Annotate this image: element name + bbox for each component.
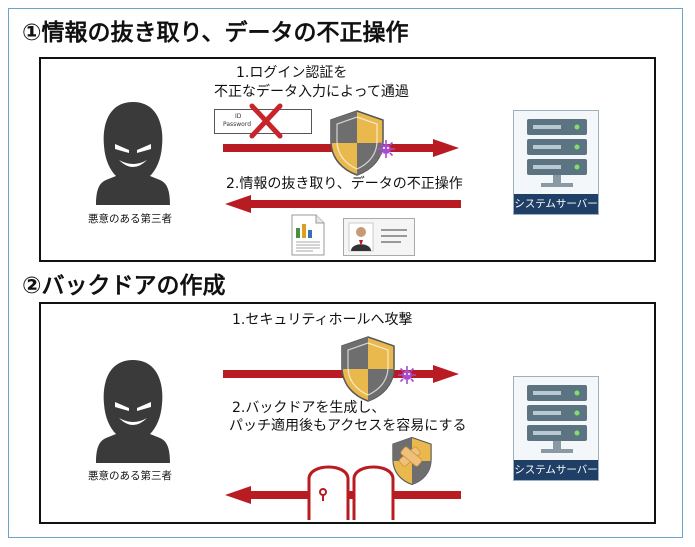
arrow-left-icon — [225, 195, 461, 213]
virus-icon — [377, 140, 395, 158]
server-label: システムサーバー — [514, 194, 598, 214]
server-label: システムサーバー — [514, 460, 598, 480]
id-card-icon — [343, 218, 415, 256]
attacker-caption: 悪意のある第三者 — [88, 213, 172, 225]
section2-title: ②バックドアの作成 — [22, 273, 226, 299]
attacker-icon — [96, 360, 170, 463]
login-id-label: ID — [235, 113, 242, 120]
attacker-caption: 悪意のある第三者 — [88, 470, 172, 482]
cross-icon — [249, 103, 283, 139]
shield-icon — [341, 336, 395, 402]
server-box: システムサーバー — [513, 376, 599, 481]
attacker-icon — [96, 102, 170, 205]
step2-text-line2: パッチ適用後もアクセスを容易にする — [229, 418, 467, 434]
server-box: システムサーバー — [513, 110, 599, 215]
login-password-label: Password — [223, 121, 252, 128]
backdoor-icon — [307, 465, 395, 520]
step2-text: 2.情報の抜き取り、データの不正操作 — [226, 176, 463, 192]
step1-text-line2: 不正なデータ入力によって通過 — [214, 84, 409, 100]
section1-title: ①情報の抜き取り、データの不正操作 — [22, 20, 409, 46]
arrow-right-icon — [223, 139, 459, 157]
server-icon — [527, 385, 587, 453]
server-icon — [527, 119, 587, 187]
patched-shield-icon — [392, 436, 432, 486]
login-form-icon: ID Password — [214, 109, 312, 134]
report-document-icon — [291, 214, 325, 256]
virus-icon — [398, 366, 416, 384]
step1-text: 1.セキュリティホールへ攻撃 — [232, 312, 413, 328]
step1-text-line1: 1.ログイン認証を — [236, 65, 348, 81]
arrow-right-icon — [223, 365, 459, 383]
step2-text-line1: 2.バックドアを生成し、 — [232, 400, 386, 416]
diagram-frame — [8, 8, 683, 538]
